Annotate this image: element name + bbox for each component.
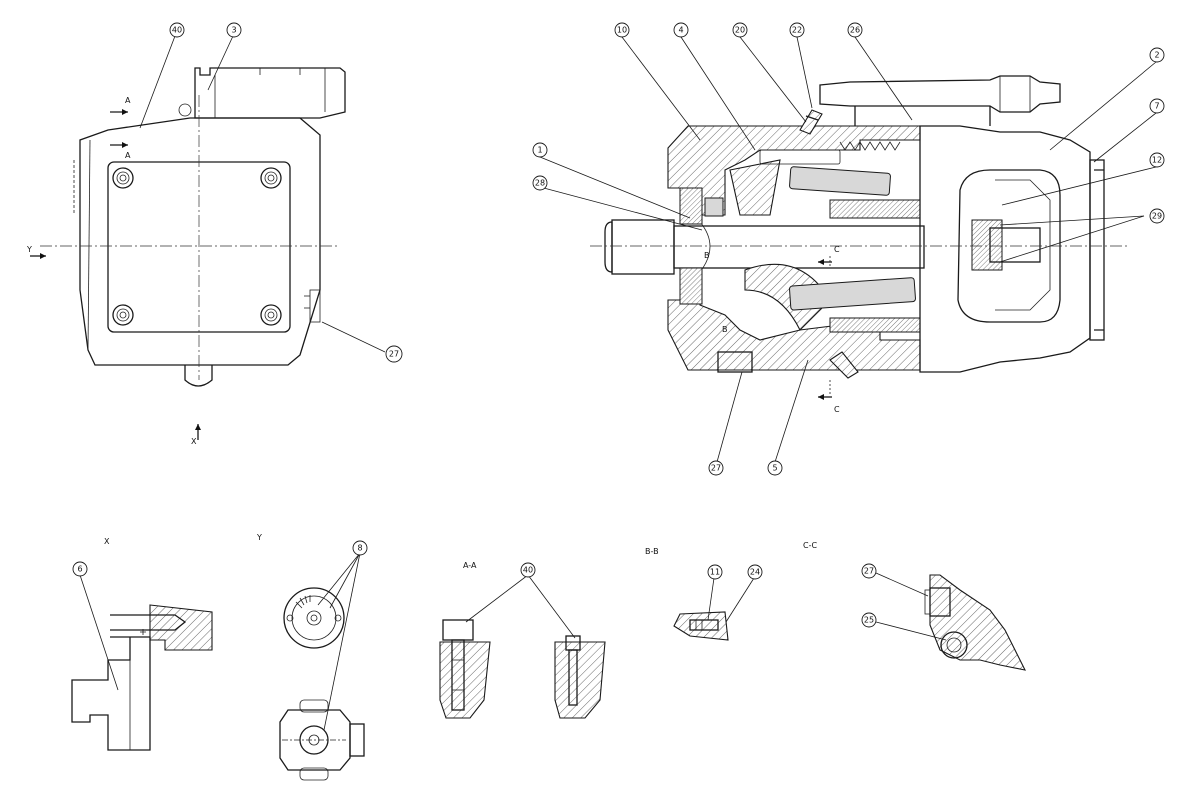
balloon-28: 28 [532, 175, 548, 191]
view-y-label: Y [26, 245, 32, 254]
balloon-7: 7 [1149, 98, 1165, 114]
svg-text:20: 20 [735, 26, 745, 35]
section-mark-c-lower: C [834, 405, 840, 414]
balloon-22: 22 [789, 22, 805, 38]
svg-text:2: 2 [1154, 51, 1159, 60]
svg-text:26: 26 [850, 26, 860, 35]
section-mark-b-lower: B [722, 325, 728, 334]
svg-text:10: 10 [617, 26, 627, 35]
balloon-27-front: 27 [385, 345, 403, 363]
balloon-29: 29 [1149, 208, 1165, 224]
svg-text:5: 5 [772, 464, 777, 473]
front-view: Y X A A 40 3 27 [26, 22, 403, 446]
detail-x-title: X [104, 537, 110, 546]
svg-text:40: 40 [172, 26, 182, 35]
balloon-5: 5 [767, 460, 783, 476]
balloon-27-section: 27 [708, 460, 724, 476]
detail-y-title: Y [256, 533, 262, 542]
section-aa: A-A 40 [439, 561, 606, 719]
svg-text:7: 7 [1154, 102, 1159, 111]
svg-text:11: 11 [710, 568, 720, 577]
balloon-11: 11 [707, 564, 723, 580]
detail-x: X 6 [71, 537, 213, 751]
detail-y: Y 8 [256, 533, 368, 781]
svg-text:27: 27 [864, 567, 874, 576]
svg-text:29: 29 [1152, 212, 1162, 221]
balloon-2: 2 [1149, 47, 1165, 63]
svg-text:22: 22 [792, 26, 802, 35]
section-aa-title: A-A [463, 561, 477, 570]
svg-text:40: 40 [523, 566, 533, 575]
balloon-1: 1 [532, 142, 548, 158]
section-cc: C-C 27 25 [803, 541, 1026, 671]
section-mark-c-upper: C [834, 245, 840, 254]
svg-text:6: 6 [77, 565, 82, 574]
svg-text:24: 24 [750, 568, 760, 577]
section-mark-a-lower: A [125, 151, 131, 160]
balloon-26: 26 [847, 22, 863, 38]
view-x-label: X [191, 437, 197, 446]
svg-text:4: 4 [678, 26, 683, 35]
svg-text:1: 1 [537, 146, 542, 155]
svg-text:25: 25 [864, 616, 874, 625]
balloon-3: 3 [226, 22, 242, 38]
balloon-40-aa: 40 [520, 562, 536, 578]
balloon-27-cc: 27 [861, 563, 877, 579]
section-bb-title: B-B [645, 547, 659, 556]
svg-text:28: 28 [535, 179, 545, 188]
balloon-40-front: 40 [169, 22, 185, 38]
balloon-24: 24 [747, 564, 763, 580]
bolt-head-br [260, 304, 282, 326]
balloon-12: 12 [1149, 152, 1165, 168]
balloon-25: 25 [861, 612, 877, 628]
bolt-head-tl [112, 167, 134, 189]
section-bb: B-B 11 24 [645, 547, 763, 641]
svg-text:27: 27 [389, 350, 399, 359]
main-section-view: C C B B 10 4 20 22 26 2 7 12 29 1 28 27 … [532, 22, 1165, 476]
balloon-20: 20 [732, 22, 748, 38]
bolt-head-bl [112, 304, 134, 326]
svg-text:8: 8 [357, 544, 362, 553]
svg-text:12: 12 [1152, 156, 1162, 165]
svg-text:27: 27 [711, 464, 721, 473]
section-mark-a-upper: A [125, 96, 131, 105]
svg-text:3: 3 [231, 26, 236, 35]
section-cc-title: C-C [803, 541, 817, 550]
section-mark-b: B [704, 251, 710, 260]
balloon-8: 8 [352, 540, 368, 556]
bolt-head-tr [260, 167, 282, 189]
balloon-10: 10 [614, 22, 630, 38]
balloon-6: 6 [72, 561, 88, 577]
balloon-4: 4 [673, 22, 689, 38]
